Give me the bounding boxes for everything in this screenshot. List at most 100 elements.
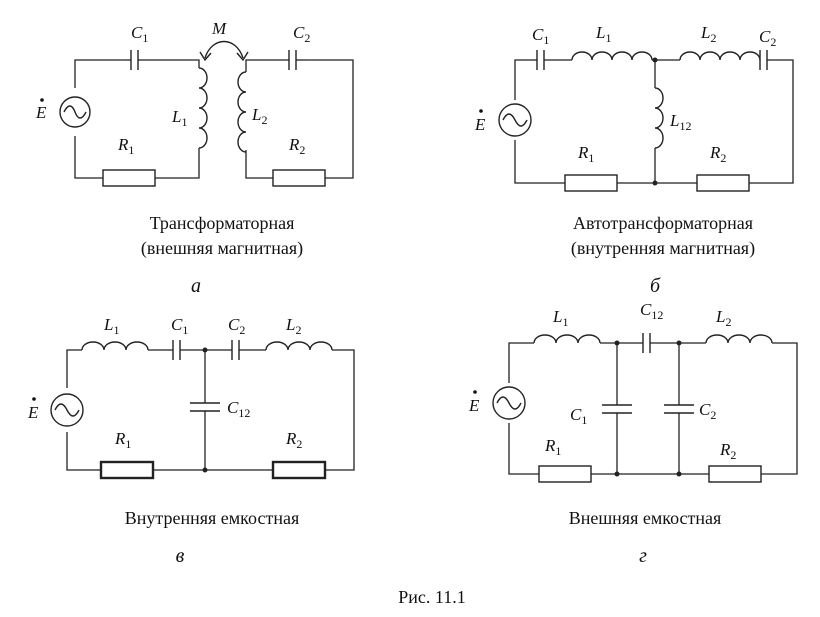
voltage-source: [492, 386, 526, 420]
label-l1: L1: [552, 307, 568, 329]
wire: [155, 148, 200, 179]
caption-b-line1: Автотрансформаторная: [573, 213, 753, 233]
sine-symbol: [54, 403, 80, 417]
node-dot: [202, 467, 208, 473]
label-l1: L1: [595, 23, 611, 45]
caption-g: Внешняя емкостная: [569, 508, 722, 528]
label-l1: L1: [171, 107, 187, 129]
sine-symbol: [63, 105, 87, 119]
resistor-r2: [272, 169, 326, 187]
label-r2: R2: [719, 440, 736, 462]
label-r2: R2: [285, 429, 302, 451]
wire: [74, 136, 103, 179]
label-c1: C1: [570, 405, 587, 427]
node-dot: [202, 347, 208, 353]
inductor-l2: [705, 334, 773, 344]
wire: [245, 59, 289, 72]
wire: [66, 349, 82, 388]
inductor-l1: [571, 51, 653, 61]
dot-icon: [40, 98, 44, 102]
panel-g-labels: L1 C12 L2 C1 C2 R1 R2 E Внешняя емкостна…: [468, 300, 736, 567]
wire: [144, 59, 200, 68]
mutual-coupling-arc: [204, 41, 244, 59]
inductor-l1: [198, 67, 208, 149]
sine-symbol: [496, 396, 522, 410]
label-l2: L2: [700, 23, 716, 45]
wire: [245, 150, 273, 179]
panel-letter-b: б: [650, 275, 661, 297]
label-c2: C2: [228, 315, 245, 337]
resistor-r1: [102, 169, 156, 187]
dot-icon: [473, 390, 477, 394]
label-c1: C1: [131, 23, 148, 45]
arrow-icon: [236, 51, 249, 62]
label-c1: C1: [171, 315, 188, 337]
label-r2: R2: [709, 143, 726, 165]
figure-caption: Рис. 11.1: [398, 587, 465, 607]
inductor-l2: [265, 341, 333, 351]
label-c12: C12: [227, 398, 250, 420]
label-m: M: [211, 19, 227, 38]
inductor-l2: [237, 71, 247, 153]
panel-letter-a: а: [191, 275, 201, 297]
resistor-r2: [708, 465, 762, 483]
node-dot: [676, 471, 682, 477]
wire: [508, 342, 534, 383]
wire: [761, 342, 798, 475]
label-c2: C2: [293, 23, 310, 45]
panel-letter-g: г: [639, 545, 647, 567]
label-c2: C2: [699, 400, 716, 422]
arrow-icon: [199, 51, 212, 62]
wire: [508, 423, 539, 475]
panel-b-circuit: [498, 50, 794, 192]
resistor-r1: [99, 460, 155, 480]
resistor-r1: [564, 174, 618, 192]
wire: [66, 432, 101, 471]
voltage-source: [498, 103, 532, 137]
label-e: E: [468, 396, 480, 415]
node-dot: [652, 180, 658, 186]
wire: [514, 59, 531, 100]
resistor-r2: [696, 174, 750, 192]
resistor-r2: [271, 460, 327, 480]
caption-v: Внутренняя емкостная: [125, 508, 299, 528]
inductor-l2: [679, 51, 761, 61]
voltage-source: [59, 96, 91, 128]
label-e: E: [474, 115, 486, 134]
inductor-l12: [654, 87, 664, 149]
label-r1: R1: [114, 429, 131, 451]
node-dot: [614, 471, 620, 477]
panel-v-circuit: [50, 340, 355, 480]
resistor-r1: [538, 465, 592, 483]
voltage-source: [50, 393, 84, 427]
label-l1: L1: [103, 315, 119, 337]
sine-symbol: [502, 113, 528, 127]
label-r1: R1: [577, 143, 594, 165]
node-dot: [676, 340, 682, 346]
dot-icon: [479, 109, 483, 113]
panel-v-labels: L1 C1 C2 L2 C12 R1 R2 E Внутренняя емкос…: [27, 315, 302, 567]
panel-a-circuit: [59, 41, 354, 187]
panel-b-labels: C1 L1 L2 C2 L12 R1 R2 E Автотрансформато…: [474, 23, 776, 297]
label-l12: L12: [669, 111, 691, 133]
node-dot: [652, 57, 658, 63]
wire: [749, 59, 794, 184]
label-l2: L2: [251, 105, 267, 127]
caption-a-line1: Трансформаторная: [150, 213, 295, 233]
inductor-l1: [533, 334, 601, 344]
label-c1: C1: [532, 25, 549, 47]
wire: [308, 59, 354, 179]
label-e: E: [27, 403, 39, 422]
dot-icon: [32, 397, 36, 401]
label-c2: C2: [759, 27, 776, 49]
label-l2: L2: [715, 307, 731, 329]
label-e: E: [35, 103, 47, 122]
label-r1: R1: [544, 436, 561, 458]
caption-b-line2: (внутренняя магнитная): [571, 238, 755, 259]
inductor-l1: [81, 341, 149, 351]
node-dot: [614, 340, 620, 346]
label-c12: C12: [640, 300, 663, 322]
caption-a-line2: (внешняя магнитная): [141, 238, 303, 259]
